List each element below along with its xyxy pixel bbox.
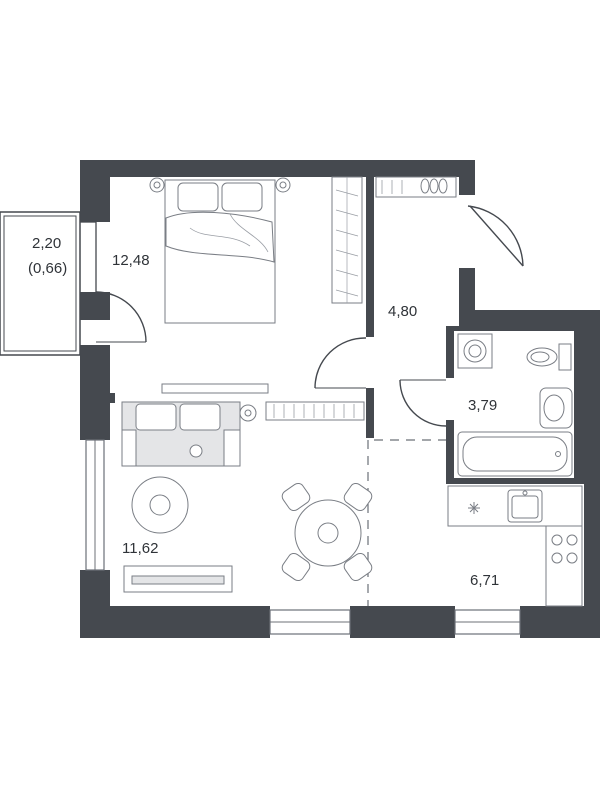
kitchen-area-label: 6,71 bbox=[470, 572, 499, 589]
dining-chair bbox=[281, 482, 311, 512]
outer-walls bbox=[80, 160, 600, 638]
range-hood-icon bbox=[468, 502, 480, 514]
bathroom-fixtures: 3,79 bbox=[457, 333, 573, 477]
hob-burner-icon bbox=[566, 552, 578, 564]
balcony-door-swing bbox=[95, 291, 147, 343]
balcony-area-label: 2,20 bbox=[32, 235, 61, 252]
living-furniture: 11,62 bbox=[121, 383, 365, 593]
toilet-tank bbox=[558, 343, 572, 371]
entrance-door-swing bbox=[467, 205, 524, 267]
bathroom-door-swing bbox=[399, 379, 447, 427]
bedroom-area-label: 12,48 bbox=[112, 252, 150, 269]
hallway-area-label: 4,80 bbox=[388, 303, 417, 320]
dining-set bbox=[281, 482, 373, 582]
bathroom-area-label: 3,79 bbox=[468, 397, 497, 414]
interior-walls bbox=[110, 177, 584, 484]
doors bbox=[314, 205, 524, 606]
dining-chair bbox=[343, 482, 373, 512]
dining-chair bbox=[343, 552, 373, 582]
dining-chair bbox=[281, 552, 311, 582]
hob-burner-icon bbox=[551, 534, 563, 546]
plant-icon bbox=[189, 444, 203, 458]
windows bbox=[85, 439, 521, 635]
bedroom-door-swing bbox=[314, 337, 367, 389]
hall-furniture: 4,80 bbox=[375, 176, 457, 320]
balcony: 2,20 (0,66) bbox=[0, 211, 147, 356]
hob-burner-icon bbox=[566, 534, 578, 546]
tv-console bbox=[161, 383, 269, 394]
shelving bbox=[265, 401, 365, 421]
bedroom-furniture bbox=[149, 176, 363, 324]
living-area-label: 11,62 bbox=[122, 540, 158, 557]
balcony-reduced-area-label: (0,66) bbox=[28, 260, 67, 277]
kitchen-fixtures: 6,71 bbox=[447, 485, 583, 607]
hob-burner-icon bbox=[551, 552, 563, 564]
